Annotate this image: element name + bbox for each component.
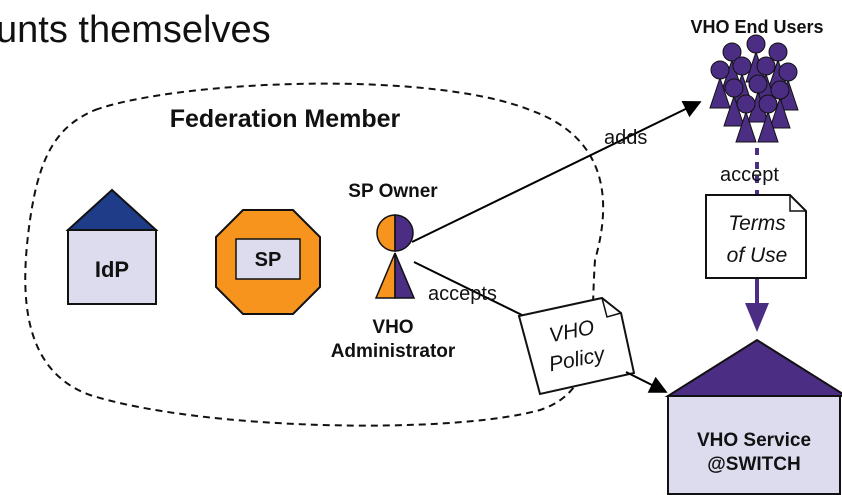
accepts-line xyxy=(413,261,529,319)
user-figure-body xyxy=(735,110,757,143)
user-figure xyxy=(709,60,731,109)
sp-node: SP xyxy=(215,209,321,315)
vho-service-line2: @SWITCH xyxy=(707,454,800,475)
terms-doc-fold xyxy=(789,195,806,212)
user-figure-body xyxy=(723,94,745,127)
person-body-left xyxy=(374,252,396,299)
sp-label: SP xyxy=(255,249,282,271)
user-figure-head xyxy=(746,34,766,54)
idp-roof xyxy=(65,188,159,231)
user-figure xyxy=(723,78,745,127)
user-figure xyxy=(757,94,779,143)
user-figure-head xyxy=(732,56,752,76)
accept-arrowhead xyxy=(745,303,769,332)
sp-inner-box xyxy=(235,238,301,280)
federation-title: Federation Member xyxy=(170,105,401,133)
vho-service-node: VHO Service @SWITCH xyxy=(664,338,842,495)
user-figure-head xyxy=(736,94,756,114)
adds-arrow xyxy=(411,100,702,243)
end-users-group xyxy=(709,34,799,143)
sp-owner-role-line1: VHO xyxy=(372,317,413,338)
user-figure-head xyxy=(722,42,742,62)
accept-label: accept xyxy=(720,164,779,186)
user-figure-head xyxy=(724,78,744,98)
end-users-title: VHO End Users xyxy=(690,17,823,37)
user-figure-head xyxy=(756,56,776,76)
user-figure-head xyxy=(710,60,730,80)
sp-owner-figure: SP Owner VHO Administrator xyxy=(331,181,456,362)
vho-service-line1: VHO Service xyxy=(697,430,811,451)
idp-node: IdP xyxy=(65,188,159,305)
user-figure-head xyxy=(768,42,788,62)
terms-doc-line2: of Use xyxy=(727,244,788,267)
idp-body xyxy=(67,229,157,305)
user-figure xyxy=(735,94,757,143)
user-figure-body xyxy=(757,110,779,143)
vho-policy-document: VHO Policy xyxy=(517,296,636,396)
user-figure-head xyxy=(758,94,778,114)
idp-label: IdP xyxy=(95,257,129,282)
user-figure-head xyxy=(748,74,768,94)
terms-of-use-document: Terms of Use xyxy=(705,194,807,279)
user-figure xyxy=(745,34,767,83)
vho-service-roof xyxy=(664,338,842,397)
person-body-right xyxy=(394,252,416,299)
header-fragment: unts themselves xyxy=(0,9,271,51)
policy-doc-shape xyxy=(517,296,636,396)
policy-to-service-arrow xyxy=(625,371,668,393)
terms-doc-shape xyxy=(705,194,807,279)
person-head-right xyxy=(394,214,414,252)
vho-service-body xyxy=(667,395,841,495)
user-figure-body xyxy=(769,96,791,129)
adds-label: adds xyxy=(604,127,647,149)
user-figure-head xyxy=(770,80,790,100)
sp-owner-title: SP Owner xyxy=(348,181,438,202)
terms-doc-line1: Terms xyxy=(728,212,786,235)
federation-boundary xyxy=(24,82,605,427)
policy-doc-fold xyxy=(601,297,622,318)
accepts-label: accepts xyxy=(428,283,497,305)
person-head-left xyxy=(376,214,396,252)
user-figure xyxy=(769,80,791,129)
user-figure-body xyxy=(709,76,731,109)
sp-owner-role-line2: Administrator xyxy=(331,341,456,362)
user-figure-head xyxy=(778,62,798,82)
user-figure xyxy=(747,74,769,123)
